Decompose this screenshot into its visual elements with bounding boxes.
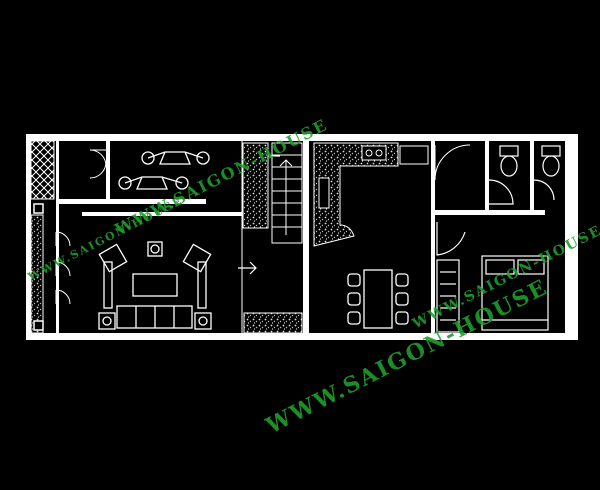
toilet [499, 145, 519, 177]
side-table [194, 312, 212, 330]
chair [395, 292, 409, 306]
motorbike [141, 151, 210, 165]
bathroom [488, 145, 561, 205]
chair [347, 311, 361, 325]
dining-table [363, 269, 393, 329]
front-column-bottom [33, 320, 44, 331]
bedroom [436, 222, 549, 333]
dining-room [347, 269, 409, 329]
stove [399, 145, 429, 165]
outer-walls [26, 134, 578, 340]
staircase [241, 140, 303, 333]
chair [395, 273, 409, 287]
bed [481, 255, 549, 331]
chair [347, 292, 361, 306]
chair [347, 273, 361, 287]
garage [118, 151, 210, 190]
wardrobe [436, 259, 460, 333]
front-column [33, 203, 44, 214]
front-doors [55, 149, 107, 305]
front-planter [30, 140, 55, 200]
kitchen [313, 142, 471, 247]
living-planter [243, 312, 303, 334]
sink [361, 145, 387, 161]
living-room [98, 241, 212, 330]
coffee-table [132, 273, 178, 297]
direction-arrow [238, 155, 280, 275]
tv-unit [147, 241, 163, 257]
interior-walls [56, 141, 571, 333]
side-table [98, 312, 116, 330]
motorbike [118, 176, 189, 190]
front-stone-strip [30, 214, 44, 334]
chair [395, 311, 409, 325]
toilet [541, 145, 561, 177]
